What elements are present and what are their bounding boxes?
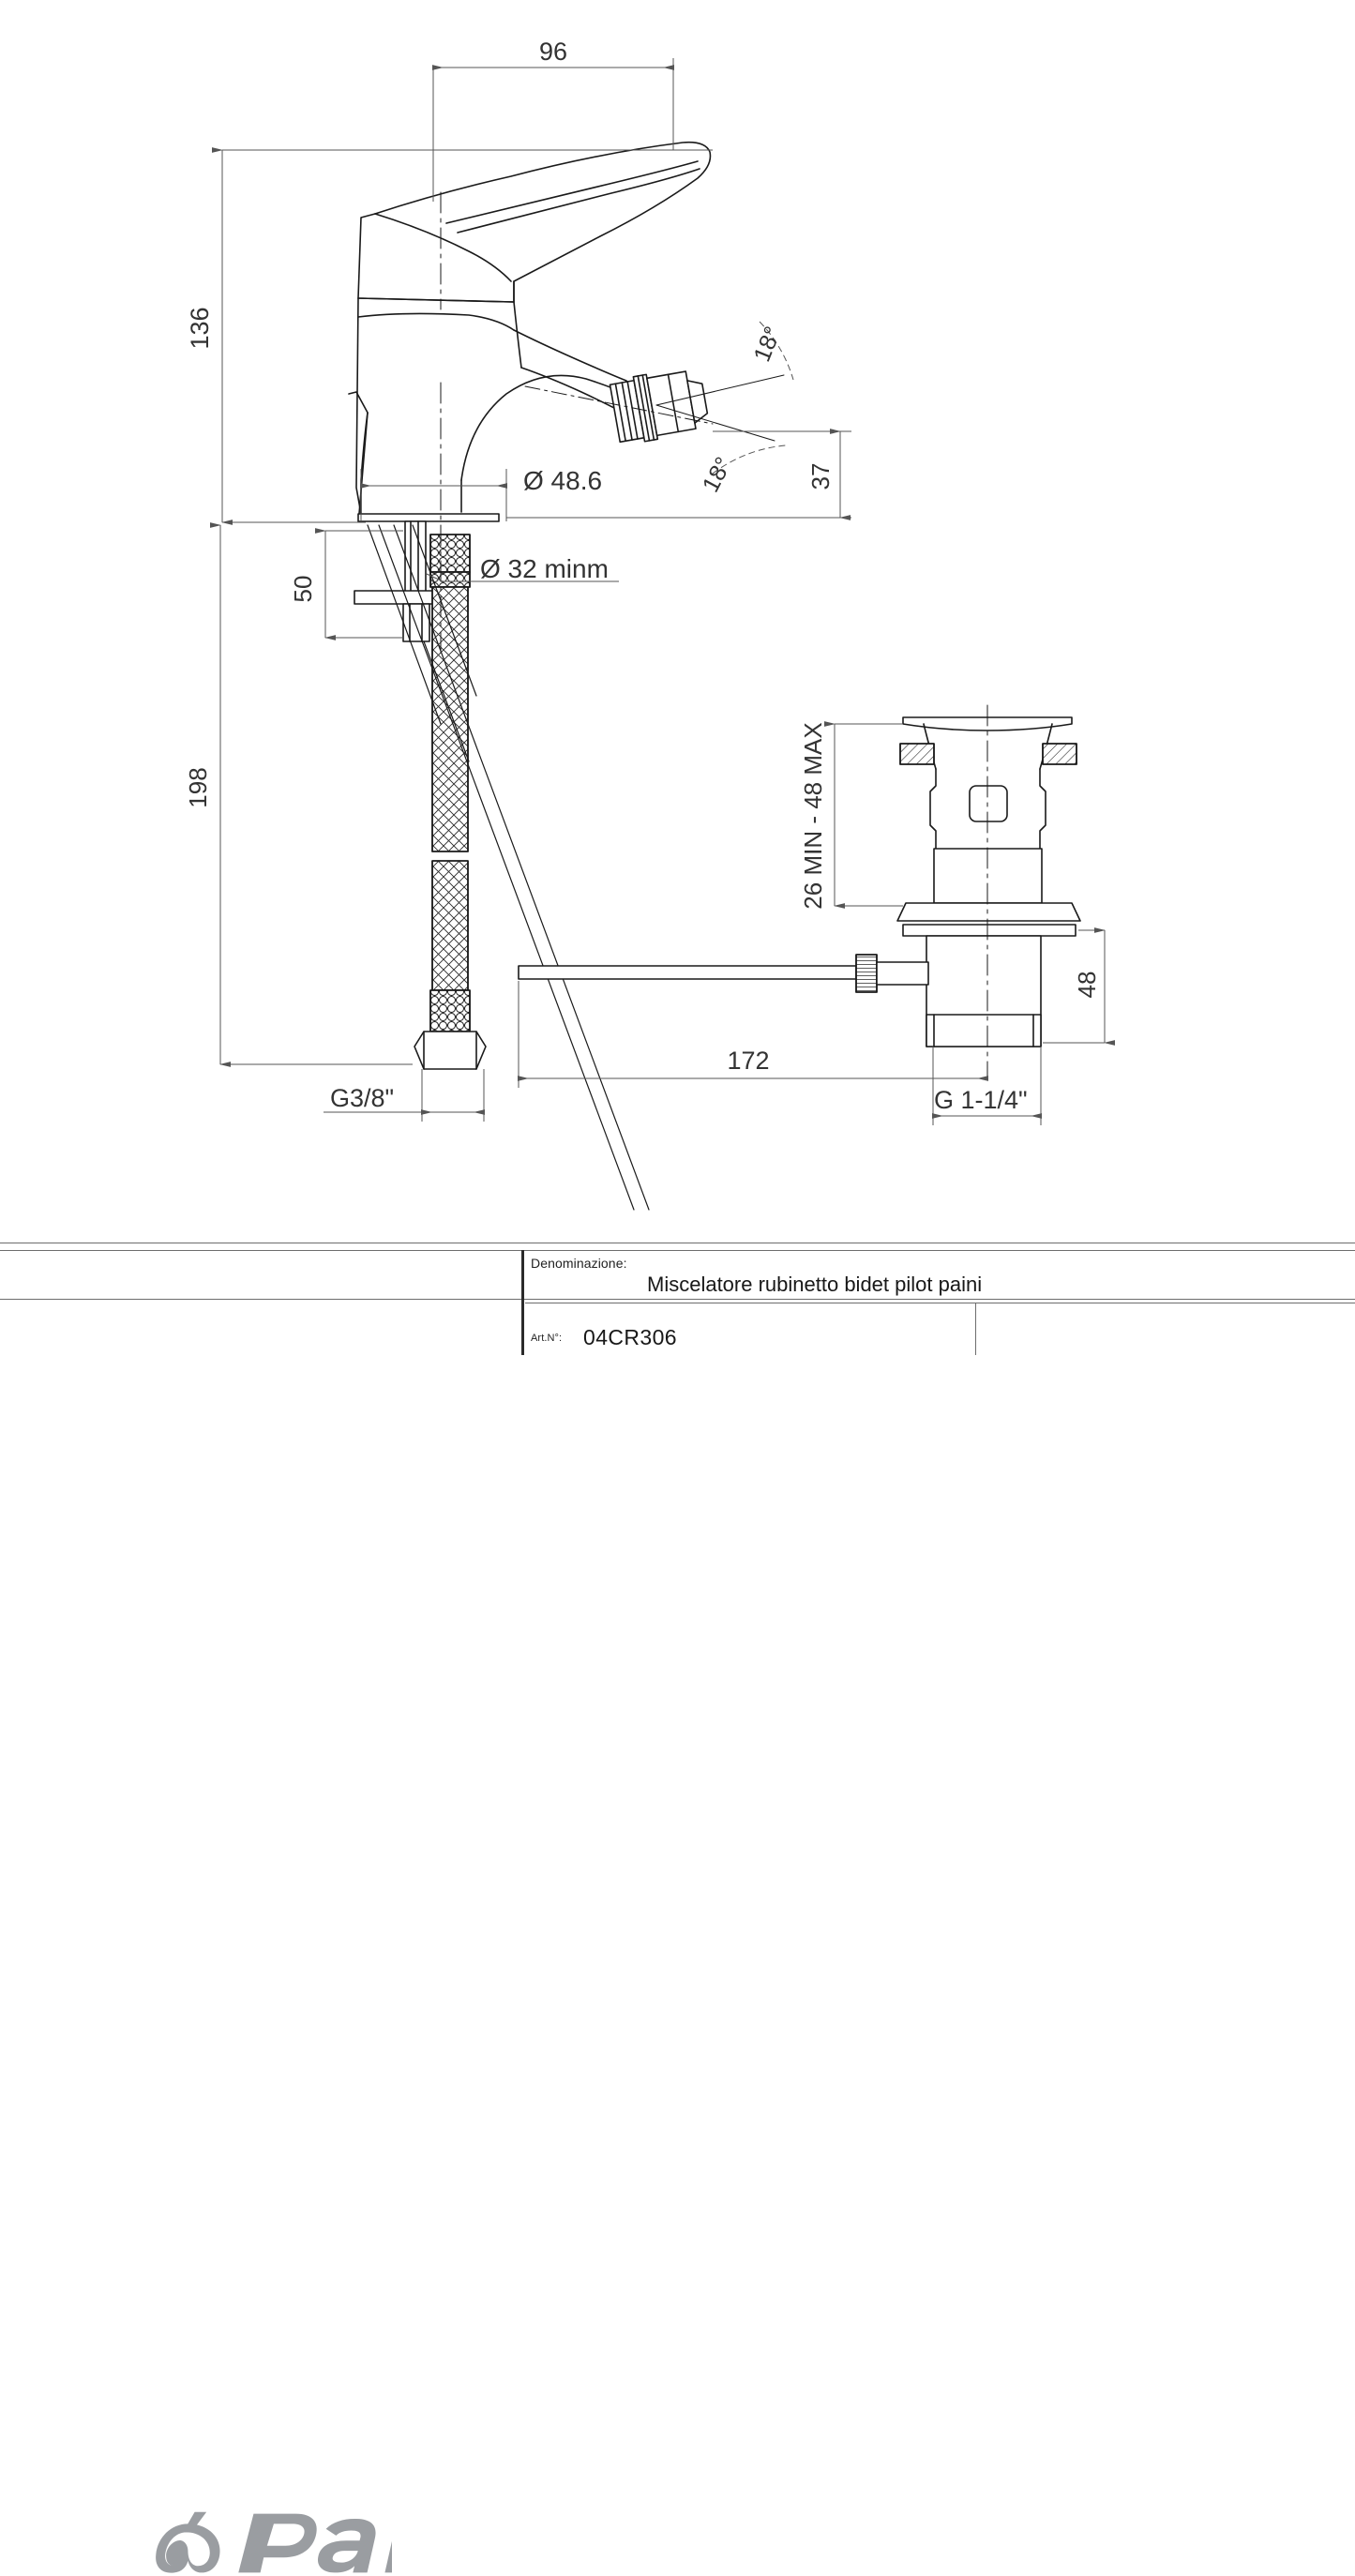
dim-width-96: 96: [539, 38, 567, 66]
dim-shank-50: 50: [289, 576, 317, 603]
dim-spout-dia-48-6: Ø 48.6: [523, 466, 602, 495]
titleblock-mid-divider: [0, 1299, 1355, 1300]
dim-thread-g38: G3/8": [330, 1084, 394, 1112]
dimension-lines: [210, 58, 1115, 1125]
technical-drawing-canvas: 96 136 Ø 48.6 18° 18° 37 Ø 32 minm 50 19…: [184, 38, 1115, 1211]
dim-waste-thread: G 1-1/4": [934, 1086, 1028, 1114]
faucet-body: [348, 297, 627, 522]
aerator-nozzle: [609, 370, 709, 444]
dim-hole-dia-32: Ø 32 minm: [480, 554, 609, 583]
dim-rod-172: 172: [727, 1047, 769, 1075]
titleblock-left-divider: [521, 1250, 524, 1355]
titleblock-top-border-2: [0, 1250, 1355, 1251]
title-block: Denominazione: Miscelatore rubinetto bid…: [0, 1243, 1355, 2573]
faucet-lever-handle: [357, 141, 712, 303]
supply-hose-assembly: [354, 520, 487, 1070]
paini-logo-glyph: [156, 2511, 392, 2573]
pop-up-waste-detail: [518, 704, 1081, 1079]
drawing-sheet: 96 136 Ø 48.6 18° 18° 37 Ø 32 minm 50 19…: [0, 38, 1355, 2573]
art-number-value: 04CR306: [583, 1325, 677, 1349]
dim-waste-26-48: 26 MIN - 48 MAX: [799, 722, 827, 909]
denominazione-value: Miscelatore rubinetto bidet pilot paini: [647, 1273, 983, 1296]
art-number-label: Art.N°:: [531, 1333, 563, 1344]
dim-hose-198: 198: [184, 767, 212, 807]
dim-waste-48: 48: [1073, 972, 1101, 999]
paini-logo: [139, 2510, 392, 2576]
dim-spout-height-37: 37: [806, 463, 835, 490]
denominazione-label: Denominazione:: [531, 1256, 627, 1271]
titleblock-right-divider: [975, 1303, 976, 1355]
dim-height-136: 136: [186, 307, 214, 349]
dim-aerator-angle-top: 18°: [749, 323, 787, 366]
dim-aerator-angle-bottom: 18°: [698, 453, 737, 497]
